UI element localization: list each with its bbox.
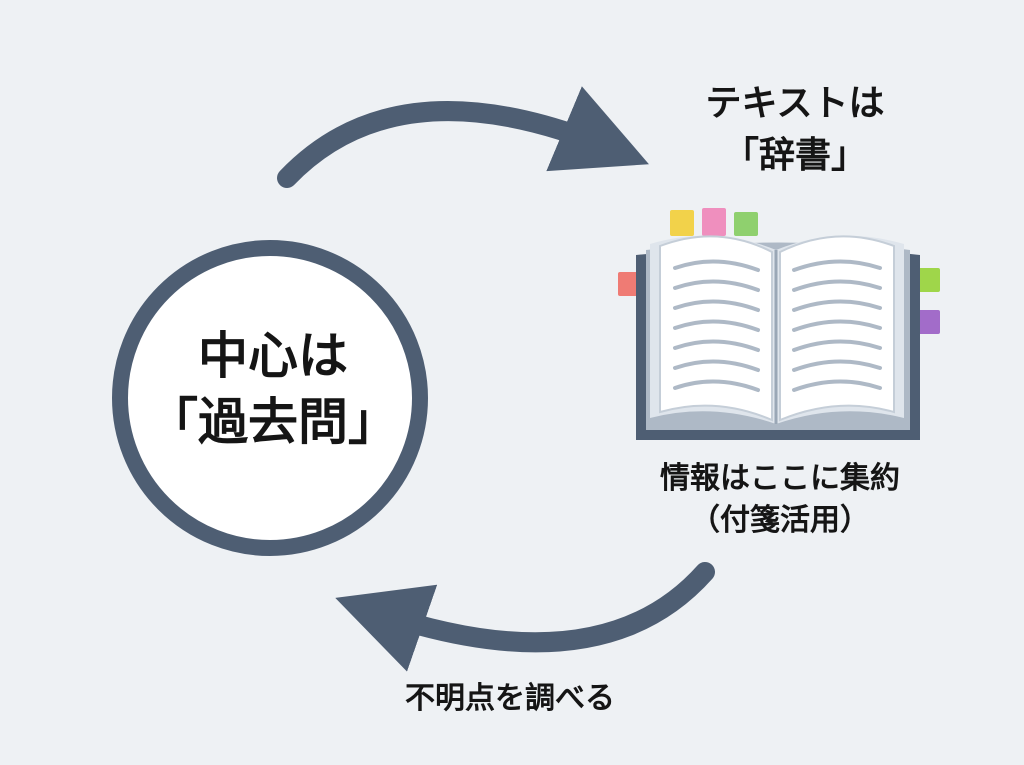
sticky-note-yellow [670, 210, 694, 236]
cycle-arrow-top [277, 86, 649, 188]
center-label-line1: 中心は [198, 327, 348, 385]
return-arrow-label: 不明点を調べる [405, 681, 615, 716]
center-label-line2: 「過去問」 [148, 393, 398, 451]
cycle-arrow-bottom [335, 562, 715, 672]
sticky-note-green [734, 212, 758, 236]
textbook-label-line2: 「辞書」 [722, 135, 867, 176]
textbook-label-line1: テキストは [705, 83, 885, 124]
book-caption-line2: （付箋活用） [690, 503, 870, 538]
center-circle [112, 240, 428, 556]
open-book-icon [618, 208, 940, 440]
book-caption-line1: 情報はここに集約 [660, 461, 900, 496]
sticky-note-pink [702, 208, 726, 236]
